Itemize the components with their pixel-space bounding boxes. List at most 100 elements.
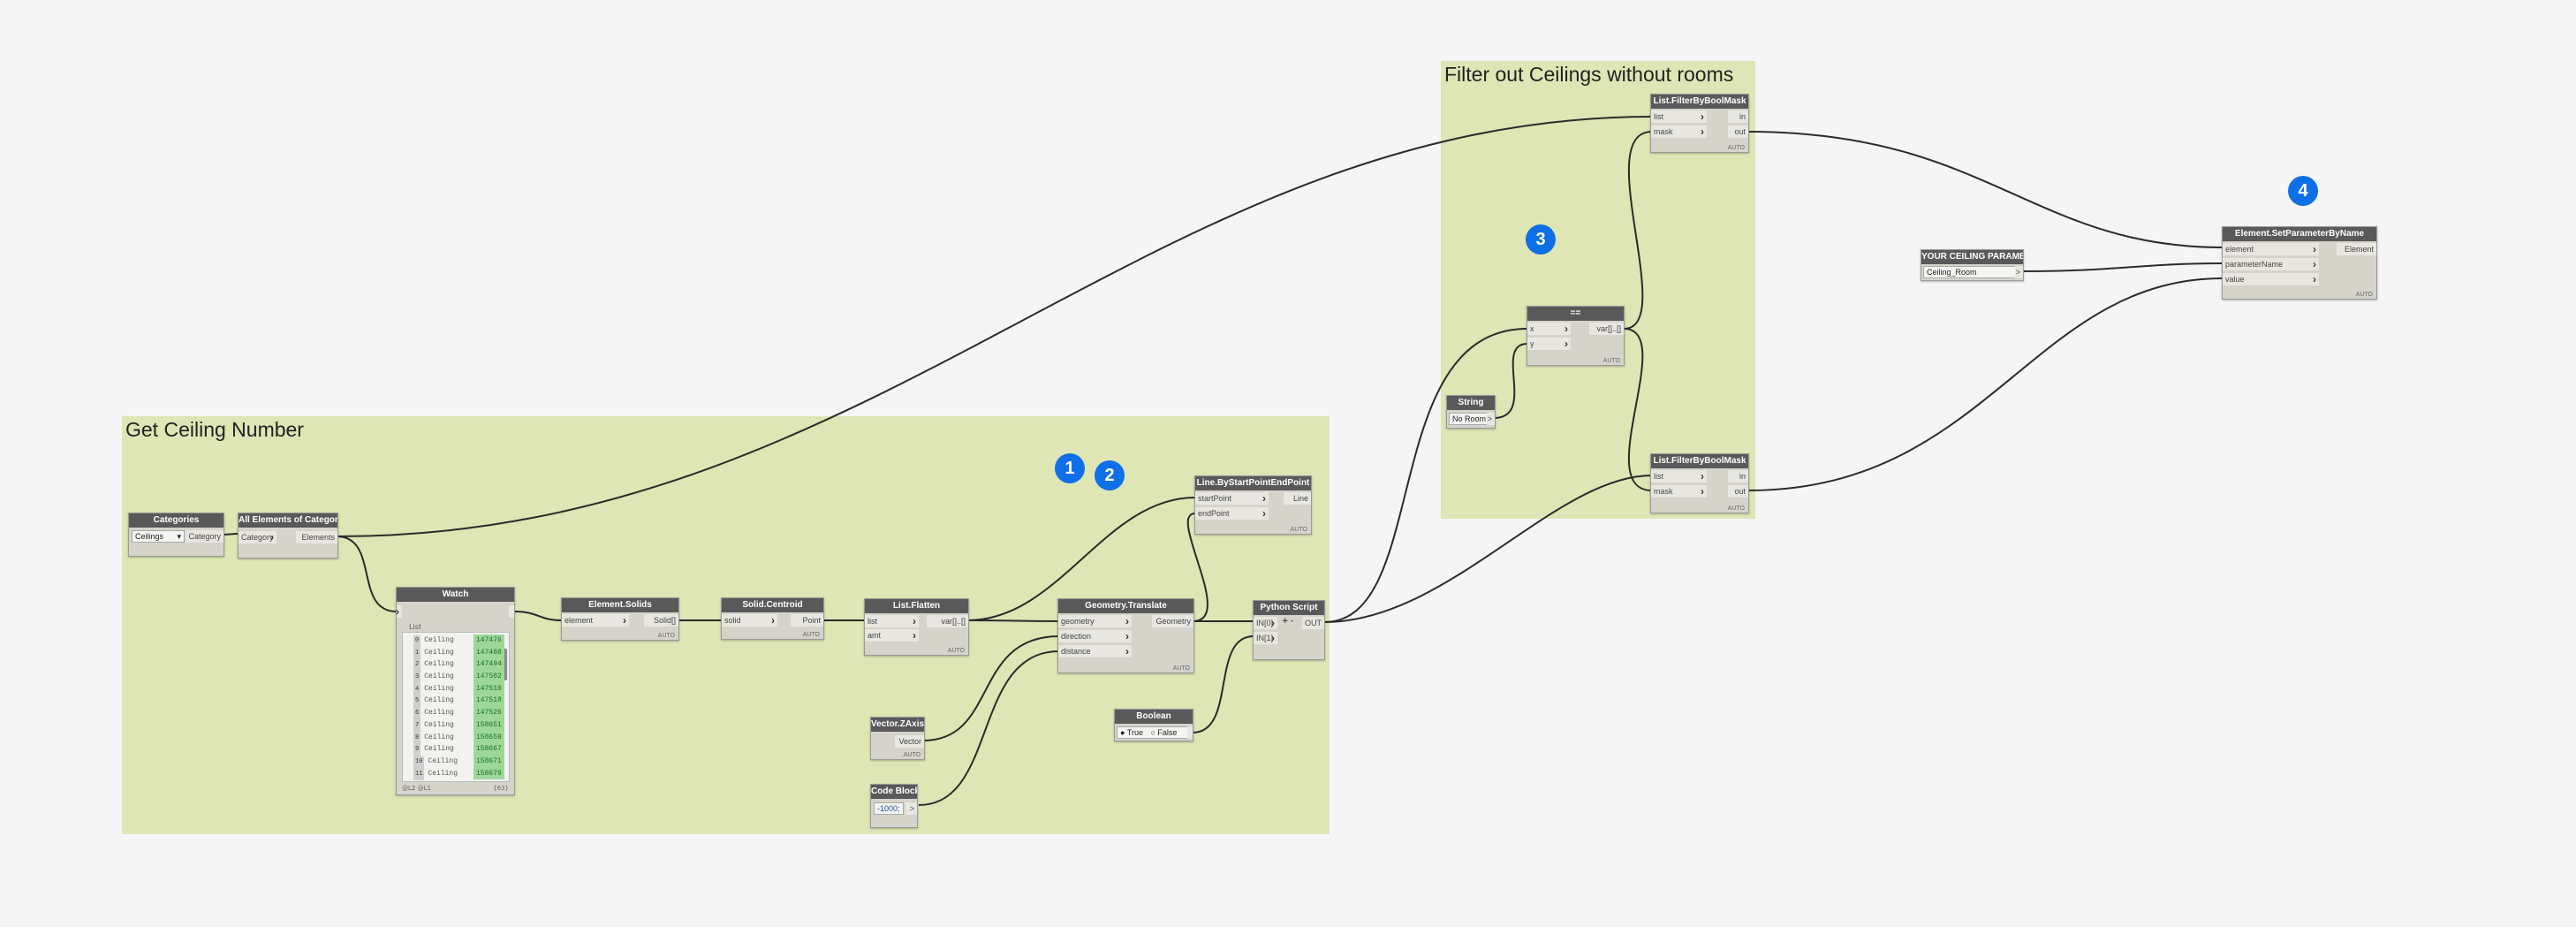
output-port-string[interactable]: > [2015,266,2023,278]
parameter-string-input[interactable]: Ceiling_Room [1923,266,2017,278]
node-code-block[interactable]: Code Block -1000; > [870,784,918,828]
output-port-point[interactable]: Point [791,614,823,627]
node-filter-by-bool-mask-top[interactable]: List.FilterByBoolMask list mask in out A… [1650,94,1749,153]
node-title: Watch [397,588,514,602]
input-port-value[interactable]: value [2223,273,2319,285]
output-port-out[interactable]: OUT [1302,617,1324,629]
input-port-x[interactable]: x [1527,323,1571,335]
output-port-out[interactable]: out [1728,125,1748,138]
output-port-boolean[interactable] [1187,726,1193,739]
output-port-element[interactable]: Element [2337,243,2376,255]
node-geometry-translate[interactable]: Geometry.Translate geometry direction di… [1057,598,1194,673]
node-set-parameter-by-name[interactable]: Element.SetParameterByName element param… [2222,226,2377,300]
input-port-distance[interactable]: distance [1058,645,1132,657]
watch-scrollbar[interactable] [503,649,507,680]
step-badge-2: 2 [1095,460,1125,490]
node-title: List.FilterByBoolMask [1651,95,1748,109]
output-port-var[interactable]: var[]..[] [927,615,968,627]
output-port-in[interactable]: in [1728,470,1748,482]
node-title: Solid.Centroid [722,598,823,612]
output-port-line[interactable]: Line [1284,492,1311,505]
lacing-label[interactable]: AUTO [657,633,675,639]
radio-false[interactable]: ○ False [1150,728,1178,737]
output-port-in[interactable]: in [1728,110,1748,123]
input-port-element[interactable]: element [562,614,629,627]
node-filter-by-bool-mask-bottom[interactable]: List.FilterByBoolMask list mask in out A… [1650,453,1749,513]
output-port-var[interactable]: var[]..[] [1589,323,1624,335]
lacing-label[interactable]: AUTO [1727,145,1745,151]
input-port-y[interactable]: y [1527,338,1571,350]
node-boolean[interactable]: Boolean ● True ○ False [1114,709,1193,741]
lacing-label[interactable]: AUTO [1602,358,1620,364]
input-port-element[interactable]: element [2223,243,2319,255]
node-all-elements-of-category[interactable]: All Elements of Category Category Elemen… [238,513,338,558]
wire [1747,277,2224,491]
input-port-in1[interactable]: IN[1] [1254,632,1277,644]
input-port-mask[interactable]: mask [1651,485,1707,498]
input-port-list[interactable]: list [865,615,919,627]
radio-true[interactable]: ● True [1120,728,1143,737]
output-port-geometry[interactable]: Geometry [1152,615,1193,627]
input-port-solid[interactable]: solid [722,614,777,627]
add-input-button[interactable]: + [1282,617,1289,626]
dropdown-value: Ceilings [135,532,164,541]
input-port-mask[interactable]: mask [1651,125,1707,138]
input-port-in0[interactable]: IN[0] [1254,617,1277,629]
boolean-toggle[interactable]: ● True ○ False [1117,726,1189,739]
lacing-label[interactable]: AUTO [1172,665,1190,672]
node-title: Element.Solids [562,598,678,612]
node-title: String [1447,396,1495,410]
node-element-solids[interactable]: Element.Solids element Solid[] AUTO [561,597,679,641]
node-vector-zaxis[interactable]: Vector.ZAxis Vector AUTO [870,717,925,760]
output-port-category[interactable]: Category [186,530,224,543]
output-port-watch[interactable] [509,605,514,618]
node-equals[interactable]: == x y var[]..[] AUTO [1527,306,1625,366]
node-categories[interactable]: Categories Ceilings ▾ Category [128,513,224,557]
lacing-label[interactable]: AUTO [802,632,820,638]
node-line-by-start-end[interactable]: Line.ByStartPointEndPoint startPoint end… [1194,475,1312,535]
output-port-elements[interactable]: Elements [296,531,337,543]
output-port-vector[interactable]: Vector [895,735,924,748]
input-port-list[interactable]: list [1651,110,1707,123]
input-port-parametername[interactable]: parameterName [2223,258,2319,270]
node-list-flatten[interactable]: List.Flatten list amt var[]..[] AUTO [864,598,969,656]
node-ceiling-parameter[interactable]: YOUR CEILING PARAMETER Ceiling_Room > [1921,249,2024,281]
lacing-label[interactable]: AUTO [903,752,921,758]
output-port-string[interactable]: > [1487,413,1495,425]
category-dropdown[interactable]: Ceilings ▾ [132,530,185,543]
input-port-direction[interactable]: direction [1058,630,1132,642]
node-string[interactable]: String No Room > [1446,395,1496,429]
node-title: Categories [129,513,224,528]
input-port-geometry[interactable]: geometry [1058,615,1132,627]
output-port-solid[interactable]: Solid[] [644,614,678,627]
remove-input-button[interactable]: - [1291,617,1294,626]
output-port-out[interactable]: out [1728,485,1748,498]
string-input[interactable]: No Room [1449,413,1488,425]
code-block-input[interactable]: -1000; [874,802,904,815]
lacing-label[interactable]: AUTO [1727,505,1745,512]
node-python-script[interactable]: Python Script IN[0] IN[1] + - OUT [1253,600,1325,660]
input-port-watch[interactable] [396,605,402,618]
wire [1747,131,2224,248]
group-title: Filter out Ceilings without rooms [1444,63,1734,86]
output-port-code[interactable]: > [905,802,917,815]
input-port-category[interactable]: Category [239,531,277,543]
input-port-endpoint[interactable]: endPoint [1195,507,1269,520]
chevron-down-icon: ▾ [177,532,181,541]
lacing-label[interactable]: AUTO [2355,292,2373,298]
input-port-list[interactable]: list [1651,470,1707,482]
node-title: Vector.ZAxis [871,718,924,732]
input-port-startpoint[interactable]: startPoint [1195,492,1269,505]
node-title: Element.SetParameterByName [2223,227,2376,241]
node-solid-centroid[interactable]: Solid.Centroid solid Point AUTO [721,597,824,640]
input-port-amt[interactable]: amt [865,629,919,642]
lacing-label[interactable]: AUTO [1290,527,1307,533]
lacing-label[interactable]: AUTO [947,648,965,654]
